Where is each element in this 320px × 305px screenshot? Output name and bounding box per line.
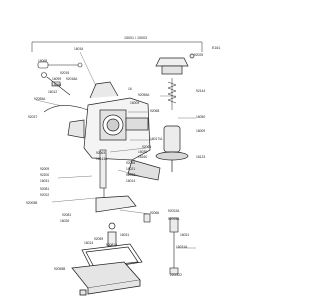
callout-label: 92081A — [106, 243, 118, 247]
carburetor-exploded-diagram: E161 15001 / 15003 — [26, 36, 220, 296]
callout-label: 92043 — [126, 173, 135, 177]
callout-label: 16021 — [126, 167, 135, 171]
pilot-screw-set — [37, 61, 83, 96]
callout-label: 92055A — [34, 97, 46, 101]
callout-label: 92015A — [168, 217, 180, 221]
callout-label: 92081 — [40, 187, 49, 191]
float-bowl — [71, 261, 141, 296]
callout-label: 92025 — [194, 53, 203, 57]
callout-label: 92037 — [28, 115, 37, 119]
callout-label: 16031 — [40, 179, 49, 183]
callout-label: 16143A — [96, 157, 108, 161]
callout-label: 92081 — [62, 213, 71, 217]
float-assembly — [95, 195, 137, 247]
callout-label: 16030 — [138, 150, 147, 154]
callout-label: 16123 — [196, 155, 205, 159]
callout-label: 92009 — [40, 167, 49, 171]
top-cover-assembly — [155, 53, 195, 75]
callout-label: 16012 — [48, 90, 57, 94]
leader-lines — [35, 51, 196, 249]
callout-label: 16009 — [130, 101, 139, 105]
callout-label: 16068 — [38, 59, 47, 63]
callout-label: 92200 — [40, 173, 49, 177]
callout-label: 92066 — [150, 211, 159, 215]
page-code: E161 — [212, 46, 220, 50]
callout-label: 16031 — [180, 233, 189, 237]
callout-label: 16031 — [120, 233, 129, 237]
callout-label: 16016 — [74, 47, 83, 51]
callout-label: 16017/A — [150, 137, 163, 141]
callout-label: 92022 — [40, 193, 49, 197]
callout-label: 92059 — [94, 237, 103, 241]
callout-label: 92063 — [96, 151, 105, 155]
callout-label: 92055 — [126, 161, 135, 165]
callout-label: 92055A — [138, 93, 150, 97]
gasket — [81, 243, 143, 271]
callout-label: 92022A — [168, 209, 180, 213]
callout-label: 92144 — [196, 89, 205, 93]
assembly-label: 15001 / 15003 — [124, 36, 147, 40]
callout-label: 16 — [128, 87, 132, 91]
carburetor-body — [67, 81, 161, 181]
assembly-bracket — [31, 41, 203, 52]
callout-label: 16160 — [138, 155, 147, 159]
spring-needle — [167, 78, 177, 110]
callout-label: 16009 — [196, 129, 205, 133]
callout-label: 92018A — [66, 77, 78, 81]
callout-label: 16031A — [176, 245, 188, 249]
callout-label: 16099 — [52, 77, 61, 81]
callout-label: 16014 — [126, 179, 135, 183]
callout-label: 92005B — [26, 201, 38, 205]
callout-label: 220/322 — [170, 273, 182, 277]
callout-label: 16050 — [196, 115, 205, 119]
slide-piston — [155, 125, 189, 172]
callout-label: 16014 — [84, 241, 93, 245]
callout-label: 16098 — [52, 83, 61, 87]
drain-parts — [143, 213, 179, 275]
callout-labels: 16016 16068 92015 16099 92018A 16098 160… — [26, 47, 205, 277]
callout-label: 92064 — [142, 145, 151, 149]
callout-label: 92068 — [150, 109, 159, 113]
callout-label: 92015 — [60, 71, 69, 75]
callout-label: 92055B — [54, 267, 66, 271]
callout-label: 16026 — [60, 219, 69, 223]
